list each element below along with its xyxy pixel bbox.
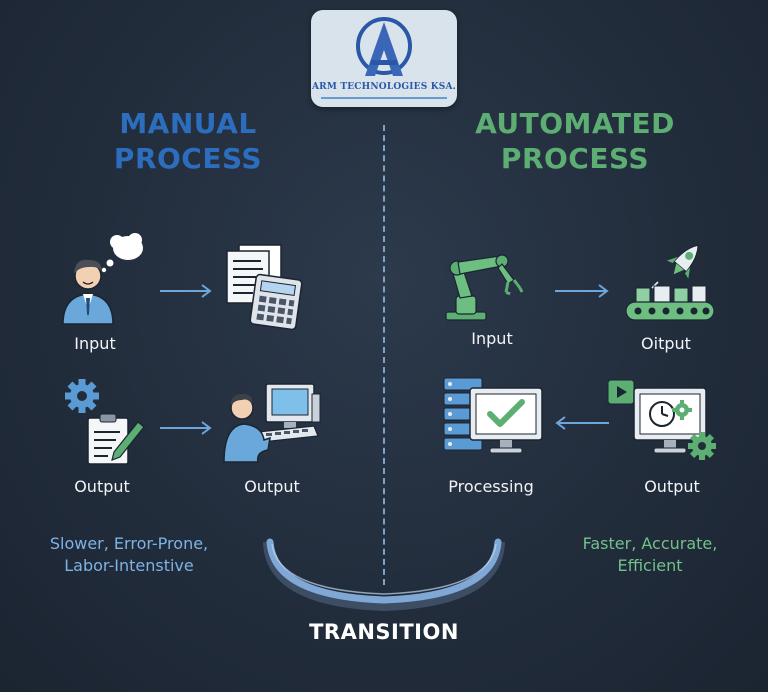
- company-logo: ARM TECHNOLOGIES KSA.: [311, 10, 457, 107]
- manual-summary-line1: Slower, Error-Prone,: [49, 534, 209, 553]
- automated-output-bottom-label: Output: [644, 477, 700, 496]
- gear-icon: [688, 432, 716, 460]
- automated-summary-line2: Efficient: [617, 556, 683, 575]
- automated-summary-line1: Faster, Accurate,: [582, 534, 718, 553]
- gear-clipboard-icon: [65, 379, 145, 465]
- manual-process-heading: MANUAL PROCESS: [88, 106, 288, 176]
- manual-output-left-label: Output: [74, 477, 130, 496]
- automated-input-label: Input: [471, 329, 513, 348]
- automated-process-heading: AUTOMATED PROCESS: [460, 106, 690, 176]
- arrow-right-icon: [555, 284, 609, 298]
- manual-heading-line1: MANUAL: [119, 107, 257, 140]
- transition-label: TRANSITION: [309, 620, 459, 644]
- documents-calculator-icon: [226, 244, 303, 331]
- arrow-left-icon: [555, 416, 609, 430]
- manual-input-label: Input: [74, 334, 116, 353]
- manual-output-right-label: Output: [244, 477, 300, 496]
- automated-heading-line2: PROCESS: [500, 142, 650, 175]
- logo-mark-icon: [356, 17, 412, 76]
- person-thinking-icon: [62, 233, 143, 325]
- rocket-conveyor-icon: [625, 244, 715, 321]
- arrow-right-icon: [160, 284, 212, 298]
- center-divider: [383, 125, 385, 585]
- automated-output-top-label: Oitput: [641, 334, 691, 353]
- server-check-monitor-icon: [443, 377, 543, 454]
- robot-arm-icon: [445, 254, 524, 321]
- arrow-right-icon: [160, 421, 212, 435]
- gear-icon: [65, 379, 99, 413]
- automated-heading-line1: AUTOMATED: [475, 107, 675, 140]
- manual-summary-line2: Labor-Intenstive: [64, 556, 194, 575]
- monitor-clock-gear-icon: [607, 379, 716, 460]
- person-computer-icon: [223, 383, 321, 463]
- manual-heading-line2: PROCESS: [113, 142, 263, 175]
- logo-company-name: ARM TECHNOLOGIES KSA.: [311, 82, 457, 92]
- automated-processing-label: Processing: [448, 477, 534, 496]
- transition-arc-icon: [263, 538, 505, 612]
- automated-summary: Faster, Accurate, Efficient: [575, 533, 725, 577]
- logo-underline: [321, 97, 447, 99]
- manual-summary: Slower, Error-Prone, Labor-Intenstive: [38, 533, 220, 577]
